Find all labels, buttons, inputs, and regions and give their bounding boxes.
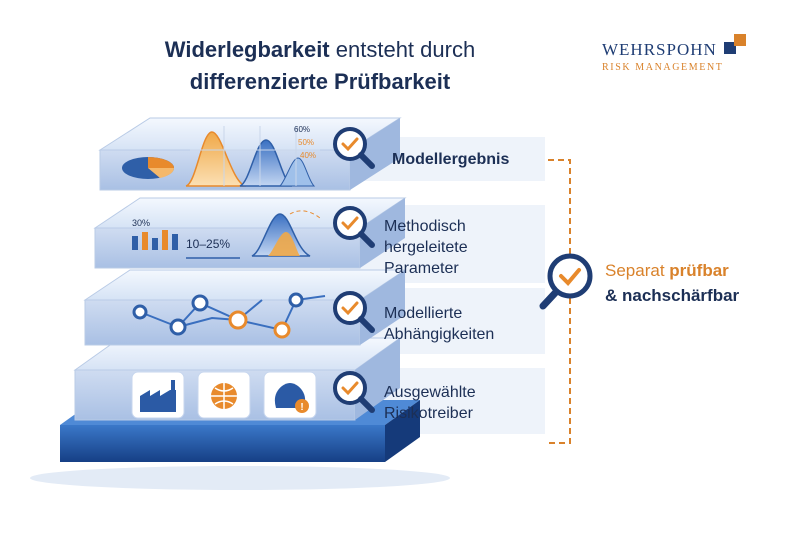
label-parameter-line1: Methodisch <box>384 218 466 235</box>
label-abh-line2: Abhängigkeiten <box>384 326 495 343</box>
label-parameter-line3: Parameter <box>384 260 459 277</box>
warning-icon <box>295 399 309 413</box>
label-range: 10–25% <box>186 237 230 251</box>
label-parameter-line2: hergeleitete <box>384 239 468 256</box>
summary-text: Separat prüfbar & nachschärfbar <box>605 258 739 308</box>
title-rest: entsteht durch <box>335 37 476 62</box>
label-60pct: 60% <box>294 125 310 134</box>
label-abhaengigkeiten: Modellierte Abhängigkeiten <box>384 303 494 345</box>
label-parameter: Methodisch hergeleitete Parameter <box>384 216 468 279</box>
magnifier-check-icon-1 <box>333 127 375 169</box>
logo-mark-icon <box>724 34 746 54</box>
label-modellergebnis: Modellergebnis <box>392 151 510 168</box>
logo-subtitle: RISK MANAGEMENT <box>602 62 724 73</box>
logo-name: WEHRSPOHN <box>602 40 717 59</box>
label-30pct: 30% <box>132 218 150 228</box>
layer-model-result: 60% 50% 40% <box>98 117 402 191</box>
label-abh-line1: Modellierte <box>384 305 463 322</box>
label-risk-line1: Ausgewählte <box>384 384 476 401</box>
label-risikotreiber: Ausgewählte Risikotreiber <box>384 382 476 424</box>
dashed-bracket <box>548 159 571 444</box>
company-logo: WEHRSPOHN RISK MANAGEMENT <box>602 34 762 73</box>
label-50pct: 50% <box>298 138 314 147</box>
svg-text:!: ! <box>300 402 303 413</box>
layer-dependencies <box>83 269 407 346</box>
layer-risk-drivers: ! <box>73 337 402 421</box>
label-40pct: 40% <box>300 151 316 160</box>
page-title: Widerlegbarkeit entsteht durch differenz… <box>130 34 510 98</box>
magnifier-check-icon-3 <box>333 291 375 333</box>
magnifier-check-icon-2 <box>333 206 375 248</box>
factory-icon <box>140 390 176 412</box>
summary-prefix: Separat <box>605 261 665 280</box>
distribution-curve-orange <box>185 131 247 187</box>
title-bold: Widerlegbarkeit <box>164 37 330 62</box>
large-magnifier-check-icon <box>539 253 593 310</box>
label-risk-line2: Risikotreiber <box>384 405 473 422</box>
summary-line2: & nachschärfbar <box>605 286 740 305</box>
magnifier-check-icon-4 <box>333 371 375 413</box>
layer-parameters: 30% 10–25% <box>93 197 407 269</box>
title-line2: differenzierte Prüfbarkeit <box>189 69 451 94</box>
summary-highlight: prüfbar <box>669 261 729 280</box>
pie-chart-icon <box>122 157 175 179</box>
distribution-curve-blue <box>251 213 311 257</box>
mini-bar-chart <box>132 230 178 250</box>
